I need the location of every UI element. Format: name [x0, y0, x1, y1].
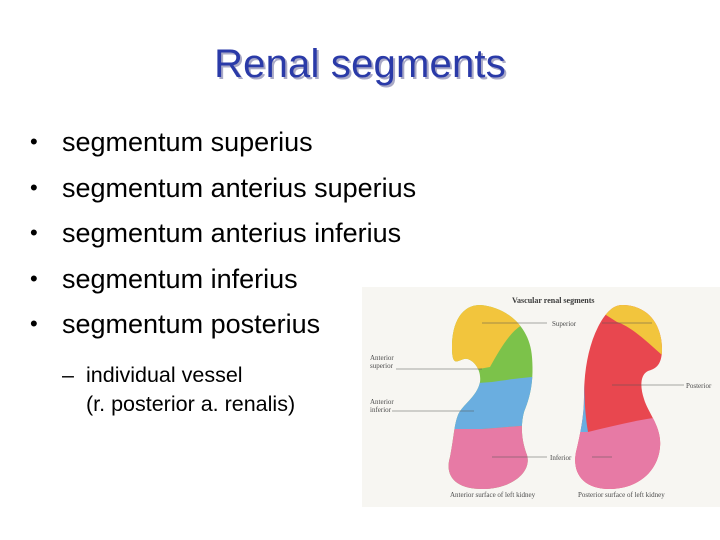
label-anterior-superior: Anterior superior [370, 354, 394, 370]
label-superior: Superior [552, 320, 577, 328]
bullet-icon: • [30, 129, 38, 154]
anterior-kidney [448, 305, 533, 489]
label-anterior-surface: Anterior surface of left kidney [450, 491, 536, 499]
slide-title: Renal segments [214, 42, 506, 86]
bullet-icon: • [30, 220, 38, 245]
leader-lines [392, 322, 684, 458]
bullet-icon: • [30, 174, 38, 200]
bullet-text: segmentum inferius [62, 263, 298, 294]
bullet-text: segmentum posterius [62, 309, 321, 339]
list-item: • segmentum anterius superius [28, 172, 416, 204]
dash-icon: – [62, 363, 74, 387]
sub-bullet: – individual vessel (r. posterior a. ren… [62, 361, 295, 419]
label-inferior: Inferior [550, 454, 572, 462]
list-item: • segmentum posterius [28, 308, 416, 340]
bullet-list: • segmentum superius • segmentum anteriu… [28, 126, 416, 354]
anterior-inferior-segment [448, 375, 533, 429]
label-anterior-inferior: Anterior inferior [370, 398, 394, 414]
label-posterior-surface: Posterior surface of left kidney [578, 491, 665, 499]
bullet-icon: • [30, 311, 38, 336]
sub-bullet-line: individual vessel [86, 363, 243, 387]
list-item: • segmentum anterius inferius [28, 217, 416, 249]
kidney-figure: Vascular renal segments Superior Anterio… [362, 287, 720, 507]
label-posterior: Posterior [686, 382, 712, 390]
sub-bullet-line: (r. posterior a. renalis) [86, 392, 296, 416]
list-item: • segmentum inferius [28, 263, 416, 295]
kidney-illustration [392, 305, 684, 489]
figure-title: Vascular renal segments [512, 296, 595, 305]
bullet-text: segmentum anterius inferius [62, 218, 402, 248]
bullet-text: segmentum superius [62, 127, 313, 157]
posterior-kidney [575, 305, 662, 489]
bullet-icon: • [30, 265, 38, 291]
bullet-text: segmentum anterius superius [62, 172, 417, 203]
list-item: • segmentum superius [28, 126, 416, 158]
